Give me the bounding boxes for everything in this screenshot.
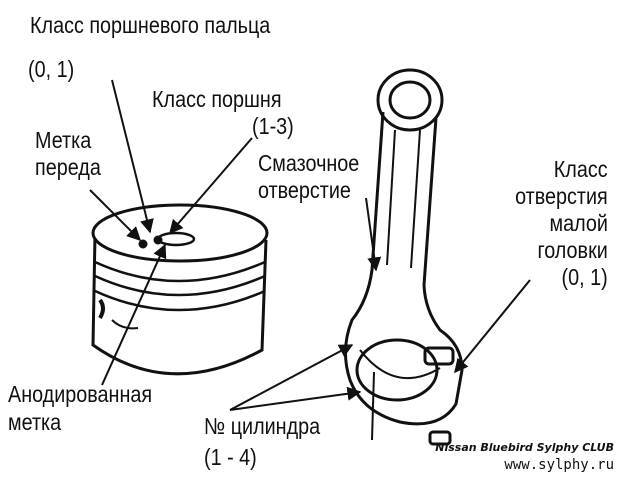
oil-hole-label-line2: отверстие	[258, 177, 351, 203]
conrod-drawing	[344, 68, 464, 446]
oil-hole-label-line1: Смазочное	[258, 150, 360, 176]
pin-class-values: (0, 1)	[28, 56, 75, 82]
small-end-class-line2: отверстия	[515, 183, 608, 209]
small-end-class-line3: малой	[549, 210, 608, 236]
watermark-url: www.sylphy.ru	[504, 457, 614, 473]
cylinder-number-label: № цилиндра	[204, 413, 321, 439]
anodized-mark-label-line1: Анодированная	[8, 381, 153, 407]
front-mark-label-line2: переда	[35, 154, 101, 180]
watermark-club: Nissan Bluebird Sylphy CLUB	[435, 441, 614, 454]
piston-class-values: (1-3)	[252, 113, 294, 139]
cylinder-number-values: (1 - 4)	[204, 444, 257, 470]
small-end-class-line4: головки	[537, 237, 608, 263]
leader-lines	[89, 79, 531, 411]
anodized-mark-label-line2: метка	[8, 409, 62, 435]
small-end-class-line1: Класс	[554, 156, 608, 182]
pin-class-label: Класс поршневого пальца	[30, 12, 271, 38]
piston-class-label: Класс поршня	[152, 86, 282, 112]
front-mark-label-line1: Метка	[35, 127, 92, 153]
small-end-class-values: (0, 1)	[561, 264, 608, 290]
